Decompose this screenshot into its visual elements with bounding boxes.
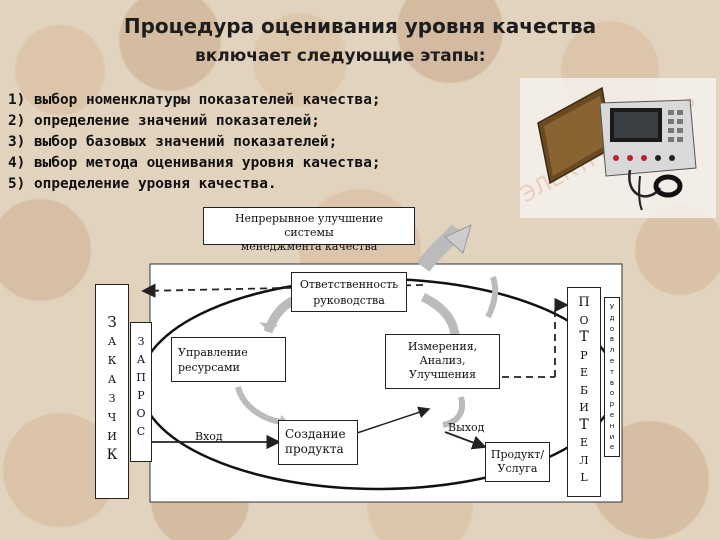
product-service-box: Продукт/ Услуга [485, 442, 550, 482]
letter: Л [579, 453, 589, 467]
product-creation-line2: продукта [285, 442, 344, 456]
letter: в [609, 378, 615, 387]
stage-item: 3) выбор базовых значений показателей; [8, 134, 338, 150]
measurement-analysis-box: Измерения, Анализ, Улучшения [385, 334, 500, 389]
letter: К [107, 354, 117, 367]
letter: и [609, 432, 615, 441]
letter: З [107, 313, 117, 331]
continuous-improvement-line2: менеджмента качества [240, 240, 378, 253]
product-line2: Услуга [497, 462, 538, 475]
letter: Е [579, 436, 589, 449]
letter: р [609, 400, 615, 409]
letter: Б [579, 383, 589, 397]
letter: А [136, 353, 146, 366]
letter: Р [580, 348, 588, 362]
satisfaction-letters: У д о в л е т в о р е н и е [605, 302, 619, 453]
measurement-line2: Анализ, [419, 354, 466, 367]
letter: И [579, 401, 589, 414]
stage-item: 1) выбор номенклатуры показателей качест… [8, 92, 381, 108]
measuring-device-image: ЭЛЕКТРОПРИБОР [520, 78, 716, 218]
letter: н [609, 421, 615, 430]
continuous-improvement-box: Непрерывное улучшение системы менеджмент… [203, 207, 415, 253]
letter: Т [579, 416, 589, 433]
resources-line1: Управление [178, 346, 248, 359]
letter: в [609, 335, 615, 344]
letter: о [609, 324, 615, 333]
letter: д [609, 313, 615, 322]
responsibility-line2: руководства [313, 294, 385, 307]
letter: Т [579, 329, 589, 345]
letter: Е [579, 366, 589, 379]
letter: З [137, 335, 145, 348]
consumer-box: П О Т Р Е Б И Т Е Л L [567, 287, 601, 497]
quality-process-diagram: Непрерывное улучшение системы менеджмент… [93, 207, 623, 504]
management-responsibility-box: Ответственность руководства [291, 272, 407, 312]
requirements-letters: З А П Р О С [131, 333, 151, 441]
measurement-line1: Измерения, [407, 340, 478, 353]
input-label: Вход [195, 430, 223, 443]
customer-letters: З А К А З Ч И К [96, 313, 128, 465]
letter: е [609, 410, 615, 419]
stage-item: 2) определение значений показателей; [8, 113, 320, 129]
consumer-letters: П О Т Р Е Б И Т Е Л L [568, 294, 600, 487]
letter: П [578, 295, 590, 310]
letter: е [609, 356, 615, 365]
letter: О [136, 407, 146, 420]
output-label: Выход [448, 421, 485, 434]
customer-box: З А К А З Ч И К [95, 284, 129, 499]
letter: е [609, 443, 615, 452]
product-line1: Продукт/ [490, 448, 545, 461]
letter: К [106, 447, 118, 463]
slide-title: Процедура оценивания уровня качества [123, 14, 597, 38]
resources-line2: ресурсами [178, 361, 240, 374]
resource-management-box: Управление ресурсами [171, 337, 286, 382]
letter: З [108, 392, 116, 405]
continuous-improvement-line1: Непрерывное улучшение системы [234, 212, 384, 239]
stage-item: 4) выбор метода оценивания уровня качест… [8, 155, 381, 171]
requirements-box: З А П Р О С [130, 322, 152, 462]
letter: А [107, 373, 117, 386]
slide-subtitle: включает следующие этапы: [195, 46, 486, 66]
product-creation-line1: Создание [285, 427, 346, 441]
letter: л [609, 346, 615, 355]
stages-list: 1) выбор номенклатуры показателей качест… [8, 90, 381, 195]
letter: т [609, 367, 615, 376]
letter: У [609, 303, 615, 311]
measurement-line3: Улучшения [408, 368, 477, 381]
letter: Ч [107, 411, 117, 424]
letter: о [609, 389, 615, 398]
letter: L [580, 471, 588, 484]
letter: П [136, 371, 146, 384]
stage-item: 5) определение уровня качества. [8, 176, 277, 192]
satisfaction-box: У д о в л е т в о р е н и е [604, 297, 620, 457]
letter: Р [137, 389, 145, 402]
product-creation-box: Создание продукта [278, 420, 358, 465]
letter: С [136, 425, 146, 438]
letter: А [107, 335, 117, 348]
responsibility-line1: Ответственность [299, 278, 399, 291]
letter: И [107, 430, 117, 443]
letter: О [579, 313, 589, 327]
